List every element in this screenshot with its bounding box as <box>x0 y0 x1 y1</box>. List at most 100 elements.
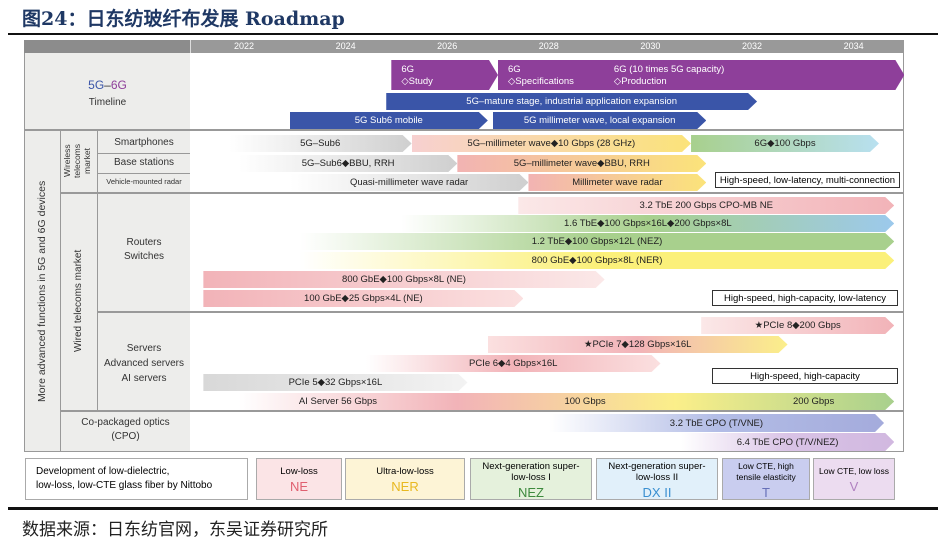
bar-label: 5G–mature stage, industrial application … <box>466 96 677 107</box>
bar-label: 200 Gbps <box>793 396 835 407</box>
legend-item-name: Low-loss <box>280 466 318 477</box>
divider <box>97 130 98 410</box>
divider <box>60 192 904 194</box>
legend-item-name: Next-generation super-low-loss II <box>608 460 706 483</box>
bar-r-12: 1.2 TbE◆100 Gbps×12L (NEZ) <box>300 233 894 250</box>
bar-label: 6G (10 times 5G capacity) <box>613 64 725 75</box>
year-header-label-cell <box>24 40 191 53</box>
bar-bs-mmwave: 5G–millimeter wave◆BBU, RRH <box>457 155 706 172</box>
row-label-switches: Switches <box>123 251 164 262</box>
bar-label: 5G–Sub6◆BBU, RRH <box>301 158 395 169</box>
row-label-routers: Routers <box>126 237 162 248</box>
bar-label: Quasi-millimeter wave radar <box>349 177 469 188</box>
note-servers: High-speed, high-capacity <box>712 368 898 384</box>
legend-intro: Development of low-dielectric, low-loss,… <box>25 458 248 500</box>
legend-intro-line: Development of low-dielectric, <box>36 466 170 477</box>
bar-label: 5G Sub6 mobile <box>354 115 423 126</box>
bar-r-100: 100 GbE◆25 Gbps×4L (NE) <box>203 290 523 307</box>
bar-label: 100 GbE◆25 Gbps×4L (NE) <box>304 293 423 304</box>
divider <box>97 311 904 313</box>
bar-sp-6g: 6G◆100 Gbps <box>691 135 879 152</box>
bar-pcie5: PCIe 5◆32 Gbps×16L <box>203 374 467 391</box>
year-label: 2030 <box>640 41 661 51</box>
bar-label: 6G <box>401 64 414 75</box>
bar-vr-mm: Millimeter wave radar <box>528 174 706 191</box>
legend-item-code: NER <box>391 479 419 494</box>
row-label-servers: Servers <box>126 343 162 354</box>
row-label-cpo: Co-packaged optics <box>81 417 170 428</box>
bar-label: 5G–millimeter wave◆BBU, RRH <box>513 158 650 169</box>
legend-item-code: NE <box>289 479 309 494</box>
year-label: 2026 <box>437 41 458 51</box>
bar-5g-mmwave-local: 5G millimeter wave, local expansion <box>493 112 706 129</box>
row-label-cpo-abbr: (CPO) <box>111 431 140 442</box>
legend-intro-line: low-loss, low-CTE glass fiber by Nittobo <box>36 480 213 491</box>
legend-item-name: Low CTE, low loss <box>819 466 889 476</box>
footer-divider <box>8 507 938 510</box>
year-label: 2034 <box>843 41 864 51</box>
bar-label: 800 GbE◆100 Gbps×8L (NE) <box>342 274 466 285</box>
bar-6g-study: 6G◇Study <box>391 60 498 90</box>
bar-label: PCIe 5◆32 Gbps×16L <box>288 377 383 388</box>
legend-item-code: DX II <box>642 484 672 500</box>
bar-label: 6.4 TbE CPO (T/V/NEZ) <box>736 436 839 448</box>
bar-label: 3.2 TbE CPO (T/VNE) <box>669 417 764 429</box>
bar-label: 1.6 TbE◆100 Gbps×16L◆200 Gbps×8L <box>564 218 732 229</box>
bar-pcie8: ★PCIe 8◆200 Gbps <box>701 317 894 334</box>
legend-item-name: Ultra-low-loss <box>376 466 434 477</box>
bar-label: ◇Study <box>401 76 433 87</box>
divider <box>97 153 190 154</box>
side-label: More advanced functions in 5G and 6G dev… <box>36 180 48 402</box>
year-label: 2032 <box>741 41 763 51</box>
row-label-vehicle-radar: Vehicle-mounted radar <box>106 177 182 186</box>
bar-label: 5G millimeter wave, local expansion <box>523 115 676 126</box>
bar-pcie7: ★PCIe 7◆128 Gbps×16L <box>488 336 788 353</box>
note-routers: High-speed, high-capacity, low-latency <box>712 290 898 306</box>
bar-label: ◇Production <box>613 76 667 87</box>
bar-label: 3.2 TbE 200 Gbps CPO-MB NE <box>639 200 773 211</box>
legend-item-name: Next-generation super-low-loss I <box>482 460 580 483</box>
source-note: 数据来源：日东纺官网，东吴证券研究所 <box>22 520 328 540</box>
row-label-smartphones: Smartphones <box>114 137 174 148</box>
bar-label-group: 6G (10 times 5G capacity)◇Production <box>614 60 724 88</box>
bar-cpo32: 3.2 TbE CPO (T/VNE) <box>549 414 884 432</box>
bar-label: 6G◆100 Gbps <box>754 138 816 149</box>
bar-label: 100 Gbps <box>564 396 606 407</box>
timeline-subtitle: Timeline <box>88 97 127 108</box>
year-label: 2024 <box>335 41 356 51</box>
title-divider <box>8 33 938 35</box>
bar-label: 5G–millimeter wave◆10 Gbps (28 GHz) <box>467 138 636 149</box>
bar-label-group: 6G◇Specifications <box>508 60 574 88</box>
bar-label: 800 GbE◆100 Gbps×8L (NER) <box>531 255 663 266</box>
bar-label: AI Server 56 Gbps <box>298 396 378 407</box>
note-wireless: High-speed, low-latency, multi-connectio… <box>715 172 900 188</box>
divider <box>24 129 904 131</box>
legend-item-code: V <box>849 479 859 494</box>
year-label: 2022 <box>233 41 255 51</box>
bar-r-800ner: 800 GbE◆100 Gbps×8L (NER) <box>300 252 894 269</box>
market-label-column <box>25 131 190 451</box>
bar-pcie6: PCIe 6◆4 Gbps×16L <box>366 355 661 372</box>
bar-label: ★PCIe 8◆200 Gbps <box>754 320 841 331</box>
bar-cpo64: 6.4 TbE CPO (T/V/NEZ) <box>681 433 894 451</box>
wired-market-label: Wired telecoms market <box>73 249 84 353</box>
bar-r-32: 3.2 TbE 200 Gbps CPO-MB NE <box>518 197 894 214</box>
bar-r-800ne: 800 GbE◆100 Gbps×8L (NE) <box>203 271 604 288</box>
divider <box>60 130 61 452</box>
legend-item-name: Low CTE, high tensile elasticity <box>736 460 796 482</box>
legend-item-code: T <box>762 484 770 500</box>
row-label-advanced-servers: Advanced servers <box>103 358 185 369</box>
bar-label: PCIe 6◆4 Gbps×16L <box>469 358 558 369</box>
bar-sp-mmwave: 5G–millimeter wave◆10 Gbps (28 GHz) <box>412 135 691 152</box>
timeline-label-cell <box>25 53 190 129</box>
bar-5g-mature: 5G–mature stage, industrial application … <box>386 93 757 110</box>
bar-label: 1.2 TbE◆100 Gbps×12L (NEZ) <box>531 236 663 247</box>
bar-5g-sub6-mobile: 5G Sub6 mobile <box>290 112 488 129</box>
bar-r-16: 1.6 TbE◆100 Gbps×16L◆200 Gbps×8L <box>401 215 894 232</box>
